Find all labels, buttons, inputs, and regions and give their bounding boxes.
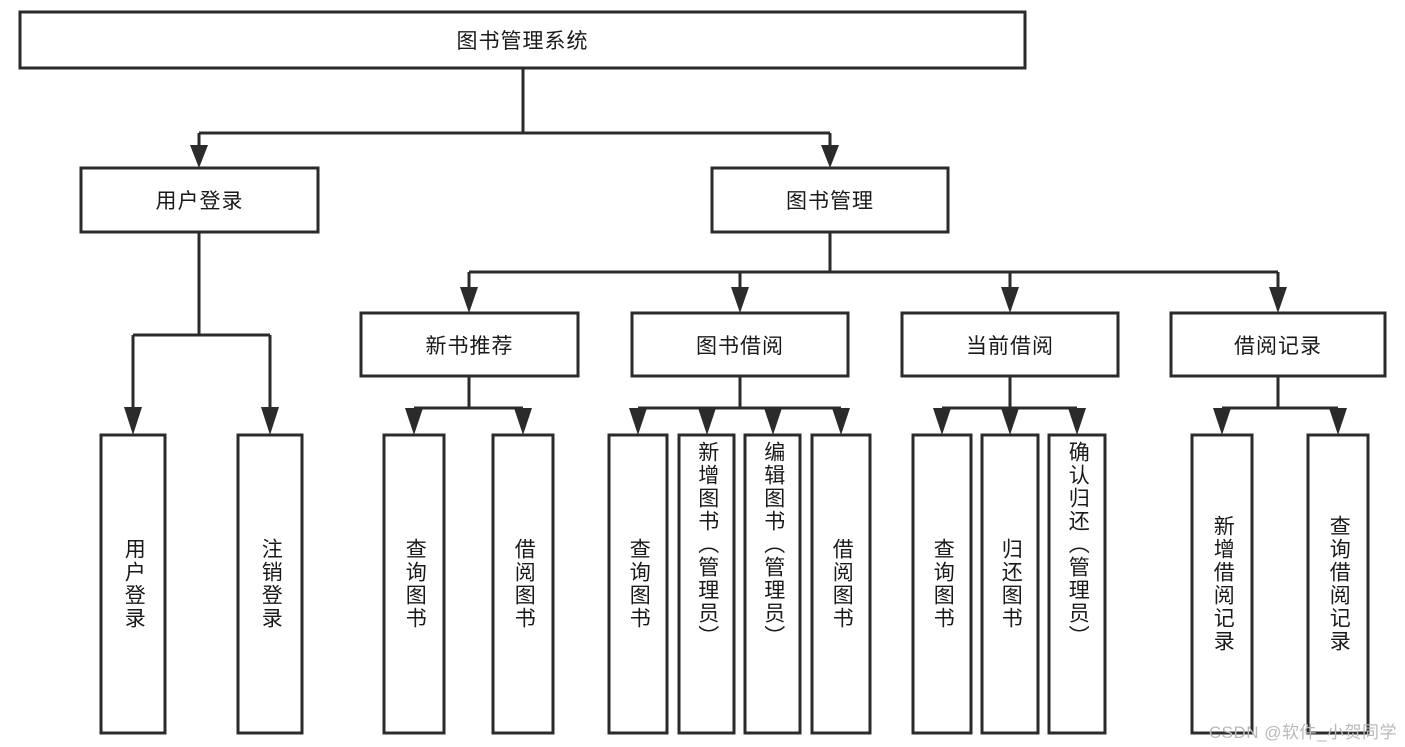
arrow-head-leaf-10	[1001, 408, 1019, 435]
node-box-leaf-5[interactable]	[607, 433, 669, 735]
arrow-head-login	[190, 145, 208, 168]
node-box-newbook[interactable]	[359, 311, 580, 378]
arrow-head-bookmgmt	[821, 145, 839, 168]
node-box-root[interactable]	[18, 10, 1027, 70]
arrow-head-leaf-7	[764, 408, 782, 435]
node-box-leaf-1[interactable]	[99, 433, 167, 735]
node-box-leaf-9[interactable]	[911, 433, 973, 735]
arrow-head-leaf-13	[1329, 408, 1347, 435]
arrow-head-leaf-11	[1068, 408, 1086, 435]
connector-group-newbook	[405, 376, 532, 435]
node-box-bookmgmt[interactable]	[710, 166, 950, 234]
connector-group-root	[190, 68, 839, 168]
arrow-head-leaf-5	[629, 408, 647, 435]
arrow-head-current	[1001, 287, 1019, 313]
node-box-leaf-3[interactable]	[382, 433, 446, 735]
arrow-head-leaf-12	[1213, 408, 1231, 435]
arrow-head-leaf-9	[933, 408, 951, 435]
node-box-leaf-10[interactable]	[980, 433, 1040, 735]
arrow-head-leaf-2	[261, 407, 279, 435]
node-box-login[interactable]	[79, 166, 320, 234]
node-box-current[interactable]	[900, 311, 1120, 378]
node-box-leaf-13[interactable]	[1306, 433, 1370, 735]
node-box-leaf-7[interactable]	[743, 433, 802, 735]
arrow-head-leaf-8	[832, 408, 850, 435]
connector-group-bookmgmt	[460, 232, 1287, 313]
arrow-head-records	[1269, 287, 1287, 313]
node-box-leaf-8[interactable]	[810, 433, 872, 735]
node-box-leaf-4[interactable]	[491, 433, 555, 735]
node-box-leaf-12[interactable]	[1190, 433, 1254, 735]
connector-group-borrow	[629, 376, 850, 435]
arrow-head-leaf-3	[405, 408, 423, 435]
arrow-head-borrow	[731, 287, 749, 313]
arrow-head-newbook	[460, 287, 478, 313]
arrow-head-leaf-6	[698, 408, 716, 435]
node-box-borrow[interactable]	[630, 311, 850, 378]
node-box-leaf-11[interactable]	[1047, 433, 1107, 735]
connector-group-records	[1213, 376, 1347, 435]
connector-group-current	[933, 376, 1086, 435]
node-box-leaf-2[interactable]	[236, 433, 304, 735]
connector-group-login	[124, 232, 279, 435]
arrow-head-leaf-1	[124, 407, 142, 435]
node-box-records[interactable]	[1169, 311, 1387, 378]
csdn-watermark: CSDN @软件_小贺同学	[1208, 723, 1397, 742]
node-box-leaf-6[interactable]	[677, 433, 736, 735]
arrow-head-leaf-4	[514, 408, 532, 435]
